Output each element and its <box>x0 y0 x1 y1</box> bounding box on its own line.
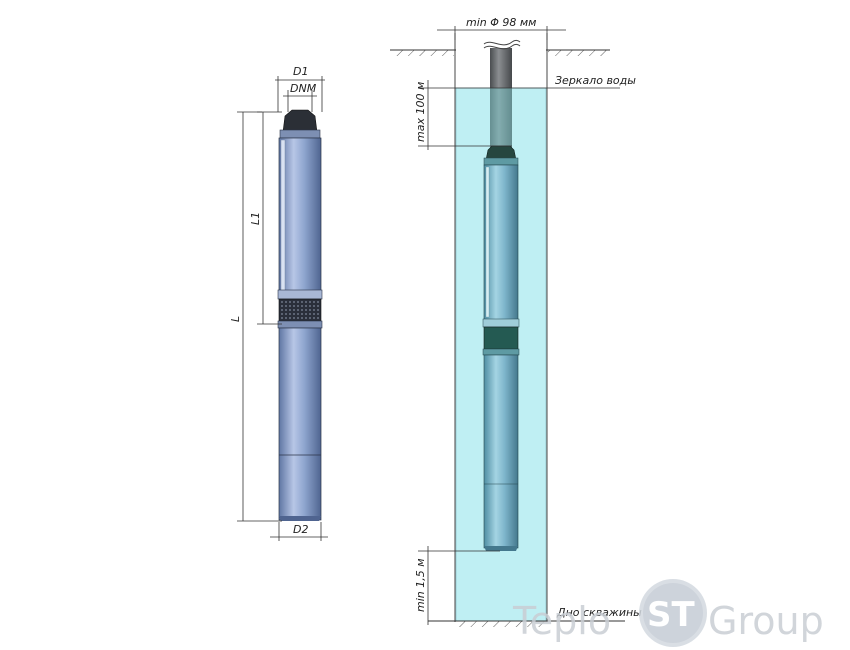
well-installation <box>390 33 625 627</box>
bottom-hatch <box>456 621 546 627</box>
pump-motor <box>278 327 322 521</box>
submerged-motor <box>483 354 519 549</box>
label-dnm: DNM <box>290 82 317 95</box>
pipe-break <box>483 39 521 46</box>
watermark-text-right: Group <box>708 599 824 643</box>
pump-head <box>282 109 318 133</box>
well-dimensions: min Φ 98 мм Зеркало воды max 100 м min 1… <box>414 16 642 625</box>
label-max-depth: max 100 м <box>414 82 427 142</box>
label-water-level: Зеркало воды <box>555 74 636 87</box>
label-min-diameter: min Φ 98 мм <box>466 16 537 29</box>
watermark-logo: Teplo ST Group <box>512 579 824 647</box>
label-well-bottom: Дно скважины <box>556 606 642 619</box>
intake-ring <box>277 320 323 329</box>
left-dimensions: D1 DNM L1 L D2 <box>229 65 328 541</box>
pump-top-cap <box>279 129 321 139</box>
cable-guard <box>280 139 286 293</box>
label-min-bottom: min 1,5 м <box>414 558 427 612</box>
watermark-badge-text: ST <box>647 595 695 635</box>
pump-bottom <box>279 516 321 521</box>
watermark-text-left: Teplo <box>512 599 611 643</box>
ground-hatch-right <box>548 50 608 56</box>
submerged-intake <box>483 326 519 350</box>
label-l1: L1 <box>249 212 262 225</box>
label-d2: D2 <box>293 523 308 536</box>
intake-screen <box>278 298 322 322</box>
ground-hatch-left <box>392 50 454 56</box>
pump-collar <box>277 289 323 300</box>
label-l: L <box>229 316 242 322</box>
label-d1: D1 <box>293 65 308 78</box>
pump-upper-body <box>278 137 322 297</box>
submerged-pump-upper <box>483 164 519 321</box>
left-pump <box>277 109 323 521</box>
